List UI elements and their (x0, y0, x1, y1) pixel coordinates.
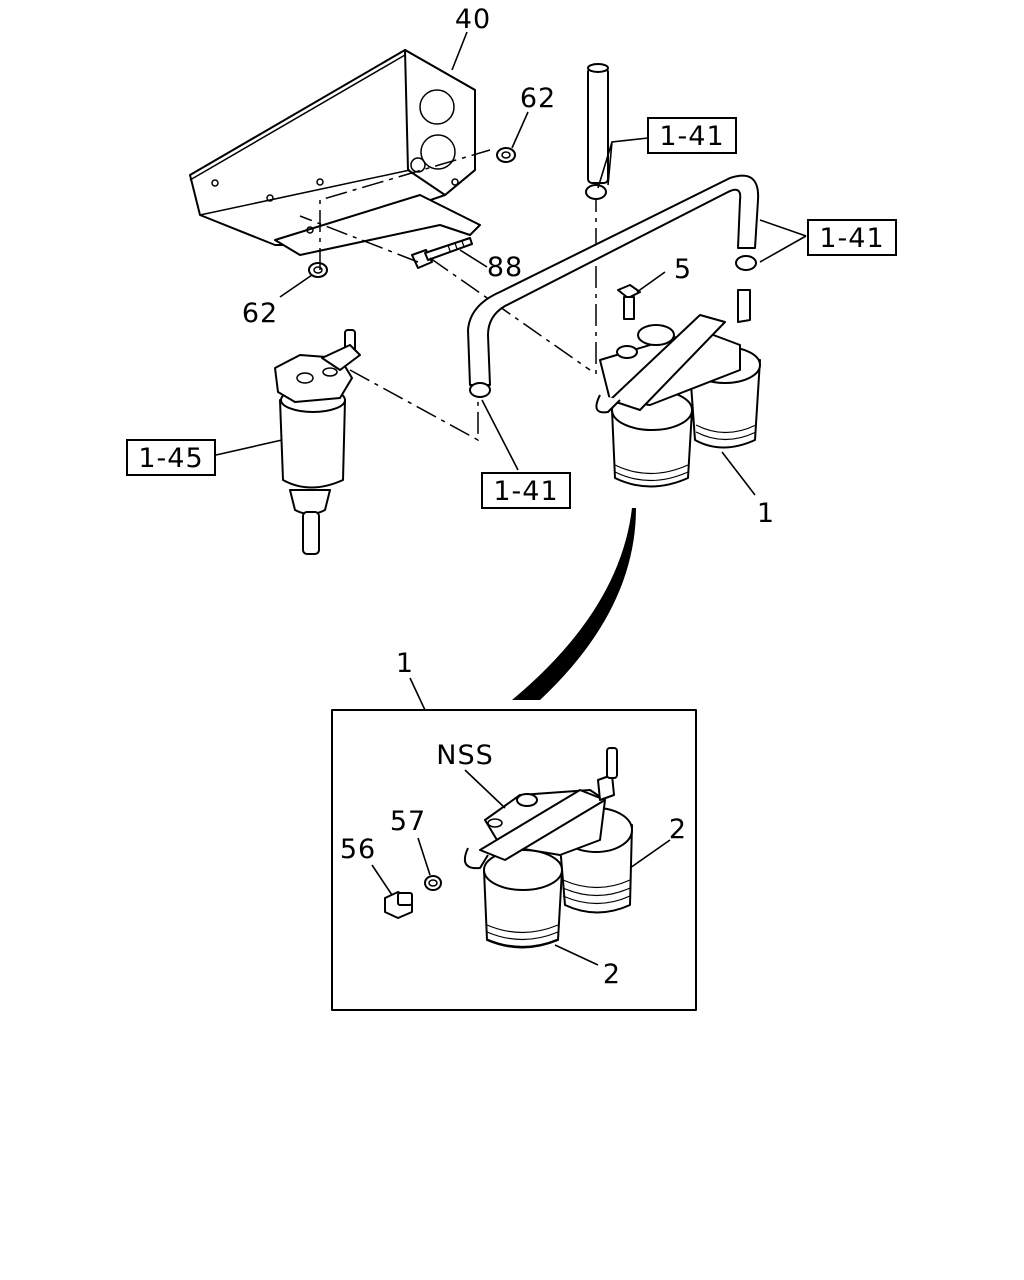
ref-box-hose-top[interactable] (647, 117, 737, 154)
callout-62-lower: 62 (242, 298, 278, 329)
o-ring-57 (424, 875, 442, 891)
flange-nut-upper (496, 147, 516, 163)
ref-label-sediment-filter[interactable]: 1-45 (138, 443, 203, 474)
ref-label-hose-right[interactable]: 1-41 (819, 223, 884, 254)
callout-88: 88 (487, 252, 523, 283)
callout-2-lower: 2 (603, 959, 621, 990)
ref-label-hose-left[interactable]: 1-41 (493, 476, 558, 507)
leader-line (215, 31, 807, 496)
alignment-line (299, 149, 591, 371)
bolt-5 (617, 284, 641, 320)
bolt-88 (411, 237, 473, 269)
callout-62-upper: 62 (520, 83, 556, 114)
callout-1-detail: 1 (396, 648, 414, 679)
sediment-filter (274, 329, 361, 555)
detail-filter-assembly (464, 747, 633, 949)
callout-2-upper: 2 (669, 814, 687, 845)
alignment-line (349, 190, 597, 442)
ref-label-hose-top[interactable]: 1-41 (659, 121, 724, 152)
callout-56: 56 (340, 834, 376, 865)
fuel-hose-loop (467, 174, 760, 398)
drain-plug-56 (384, 891, 413, 919)
flange-nut-lower (308, 262, 328, 278)
mounting-bracket (189, 49, 481, 256)
callout-1-top: 1 (757, 498, 775, 529)
ref-box-sediment-filter[interactable] (126, 439, 216, 476)
callout-nss: NSS (436, 740, 493, 771)
fuel-hose-vertical (585, 63, 609, 200)
detail-connector-arrow (512, 508, 636, 700)
callout-57: 57 (390, 806, 426, 837)
fuel-filter-assembly (595, 289, 761, 488)
leader-line (409, 677, 426, 711)
ref-box-hose-left[interactable] (481, 472, 571, 509)
ref-box-hose-right[interactable] (807, 219, 897, 256)
callout-5: 5 (674, 254, 692, 285)
callout-40: 40 (455, 4, 491, 35)
leader-line (371, 769, 671, 966)
